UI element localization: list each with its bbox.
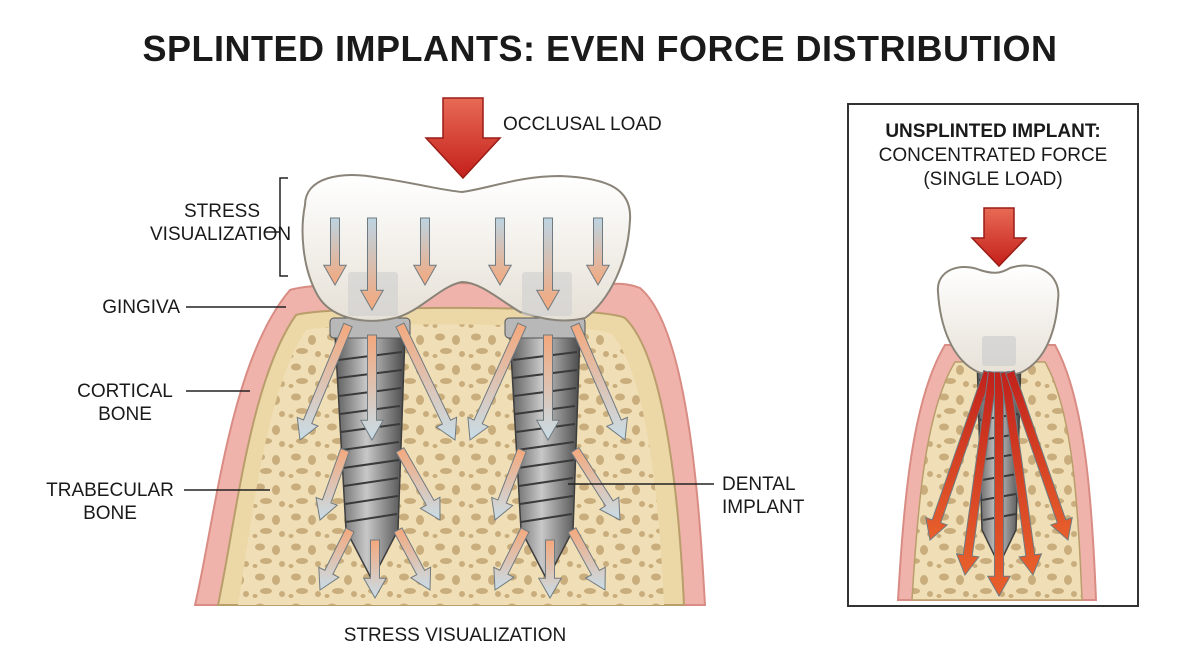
stress-arrow (296, 322, 353, 441)
stress-arrow (570, 322, 629, 441)
concentrated-force-arrow (955, 370, 999, 577)
stress-arrow (315, 447, 350, 521)
stress-visualization-side-line1: STRESS (183, 201, 260, 222)
cortical-bone-label: CORTICAL BONE (70, 380, 180, 426)
stress-arrow (393, 527, 432, 591)
trabecular-bone-line2: BONE (83, 503, 137, 524)
gingiva-label: GINGIVA (102, 297, 180, 318)
occlusal-load-label: OCCLUSAL LOAD (503, 114, 662, 135)
stress-bracket (264, 177, 288, 277)
stress-arrow (585, 217, 611, 287)
stress-arrow (491, 447, 527, 521)
inset-title: UNSPLINTED IMPLANT: CONCENTRATED FORCE (… (848, 120, 1138, 192)
stress-arrow (359, 334, 385, 442)
stress-arrows (296, 217, 629, 600)
dental-implant-label: DENTAL IMPLANT (722, 473, 804, 519)
concentrated-force-arrow (925, 369, 993, 541)
inset-illustration (896, 264, 1098, 601)
implant-left (329, 317, 411, 582)
concentrated-force-arrow (1005, 369, 1073, 541)
cortical-bone-line1: CORTICAL (77, 381, 173, 402)
concentrated-force-arrows (925, 369, 1073, 598)
stress-arrow (535, 334, 561, 442)
stress-arrow (467, 322, 527, 441)
stress-arrow (493, 527, 530, 591)
stress-arrow (412, 217, 438, 287)
trabecular-bone-shape (238, 324, 664, 605)
stress-arrow (535, 217, 561, 312)
stress-arrow (318, 527, 355, 591)
stress-visualization-side-line2: VISUALIZATION (150, 224, 292, 245)
stress-arrow (359, 217, 385, 312)
stress-visualization-side-label: STRESS VISUALIZATION (150, 200, 292, 246)
trabecular-bone-line1: TRABECULAR (46, 480, 174, 501)
occlusal-load-arrow (424, 97, 502, 180)
dental-implant-line2: IMPLANT (722, 497, 805, 518)
dental-implant-line1: DENTAL (722, 474, 796, 495)
stress-arrow (487, 217, 513, 287)
inset-title-line3: (SINGLE LOAD) (923, 169, 1063, 190)
inset-crown (936, 264, 1060, 378)
stress-arrow (537, 539, 563, 600)
stress-arrow (322, 217, 348, 287)
stress-arrow (362, 539, 388, 600)
concentrated-force-arrow (999, 370, 1043, 577)
inset-load-arrow (970, 207, 1028, 268)
splinted-illustration (193, 174, 707, 606)
stress-arrow (395, 322, 458, 441)
stress-visualization-bottom-label: STRESS VISUALIZATION (343, 625, 567, 646)
cortical-bone-line2: BONE (98, 404, 152, 425)
page-title: SPLINTED IMPLANTS: EVEN FORCE DISTRIBUTI… (142, 28, 1058, 69)
stress-arrow (567, 527, 606, 591)
inset-title-line1: UNSPLINTED IMPLANT: (885, 121, 1101, 142)
stress-arrow (395, 447, 441, 521)
concentrated-force-arrow (986, 371, 1012, 598)
inset-title-line2: CONCENTRATED FORCE (878, 145, 1108, 166)
trabecular-bone-label: TRABECULAR BONE (40, 479, 180, 525)
